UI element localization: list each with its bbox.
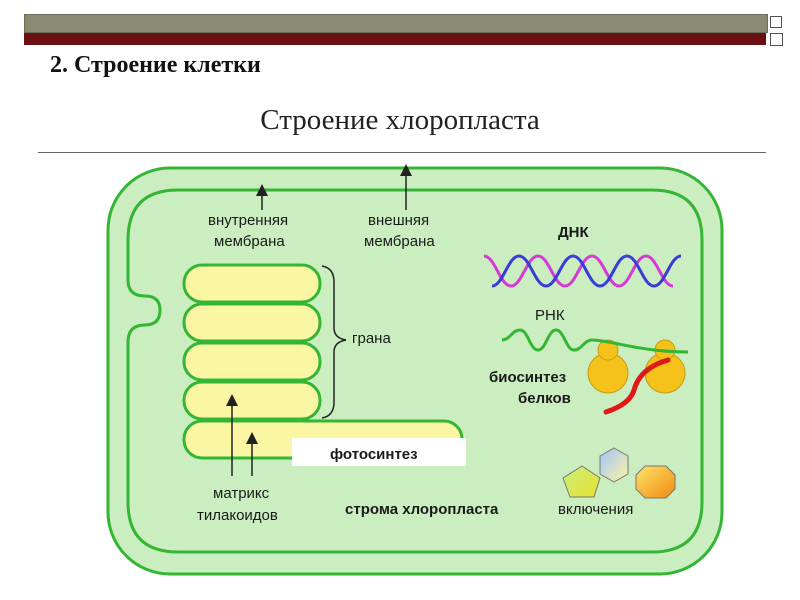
photosynthesis-banner [292, 438, 466, 466]
inclusions-label: включения [558, 501, 633, 518]
slide-title: Строение хлоропласта [260, 104, 540, 136]
thylakoid-disk [182, 263, 322, 304]
thylakoid-disk [182, 302, 322, 343]
ribosome [587, 339, 629, 394]
ribosome-small-subunit [597, 339, 619, 361]
protein-synthesis-label: биосинтез [489, 369, 566, 386]
dna-label: ДНК [558, 224, 590, 241]
inner-membrane-label: внутренняя [208, 212, 288, 229]
rna-label: РНК [535, 307, 565, 324]
photosynthesis-label: фотосинтез [330, 446, 418, 463]
outer-membrane-label: внешняя [368, 212, 429, 229]
grana-label: грана [352, 330, 391, 347]
inner-membrane [126, 188, 704, 554]
dna-strand [491, 254, 682, 288]
protein-chain [603, 357, 671, 415]
protein-synthesis-label: белков [518, 390, 571, 407]
thylakoid-disk [182, 341, 322, 382]
inclusion-hexagon [599, 447, 629, 483]
grana-brace [321, 265, 347, 419]
stroma-label: строма хлоропласта [345, 501, 499, 518]
corner-square-top [770, 16, 782, 28]
thylakoid-matrix-label: тилакоидов [197, 507, 278, 524]
dna-strand [483, 254, 674, 288]
inner-membrane-label: мембрана [214, 233, 285, 250]
corner-square-bottom [770, 33, 783, 46]
inclusion-octagon [635, 465, 676, 499]
header-bar-top [24, 14, 768, 33]
section-title: 2. Строение клетки [50, 52, 261, 78]
inclusion-pentagon [562, 465, 601, 498]
outer-membrane-label: мембрана [364, 233, 435, 250]
thylakoid-disk [182, 380, 322, 421]
thylakoid-matrix-label: матрикс [213, 485, 270, 502]
title-divider [38, 152, 766, 153]
header-bar-bottom [24, 33, 766, 45]
rna-strand [501, 328, 689, 354]
